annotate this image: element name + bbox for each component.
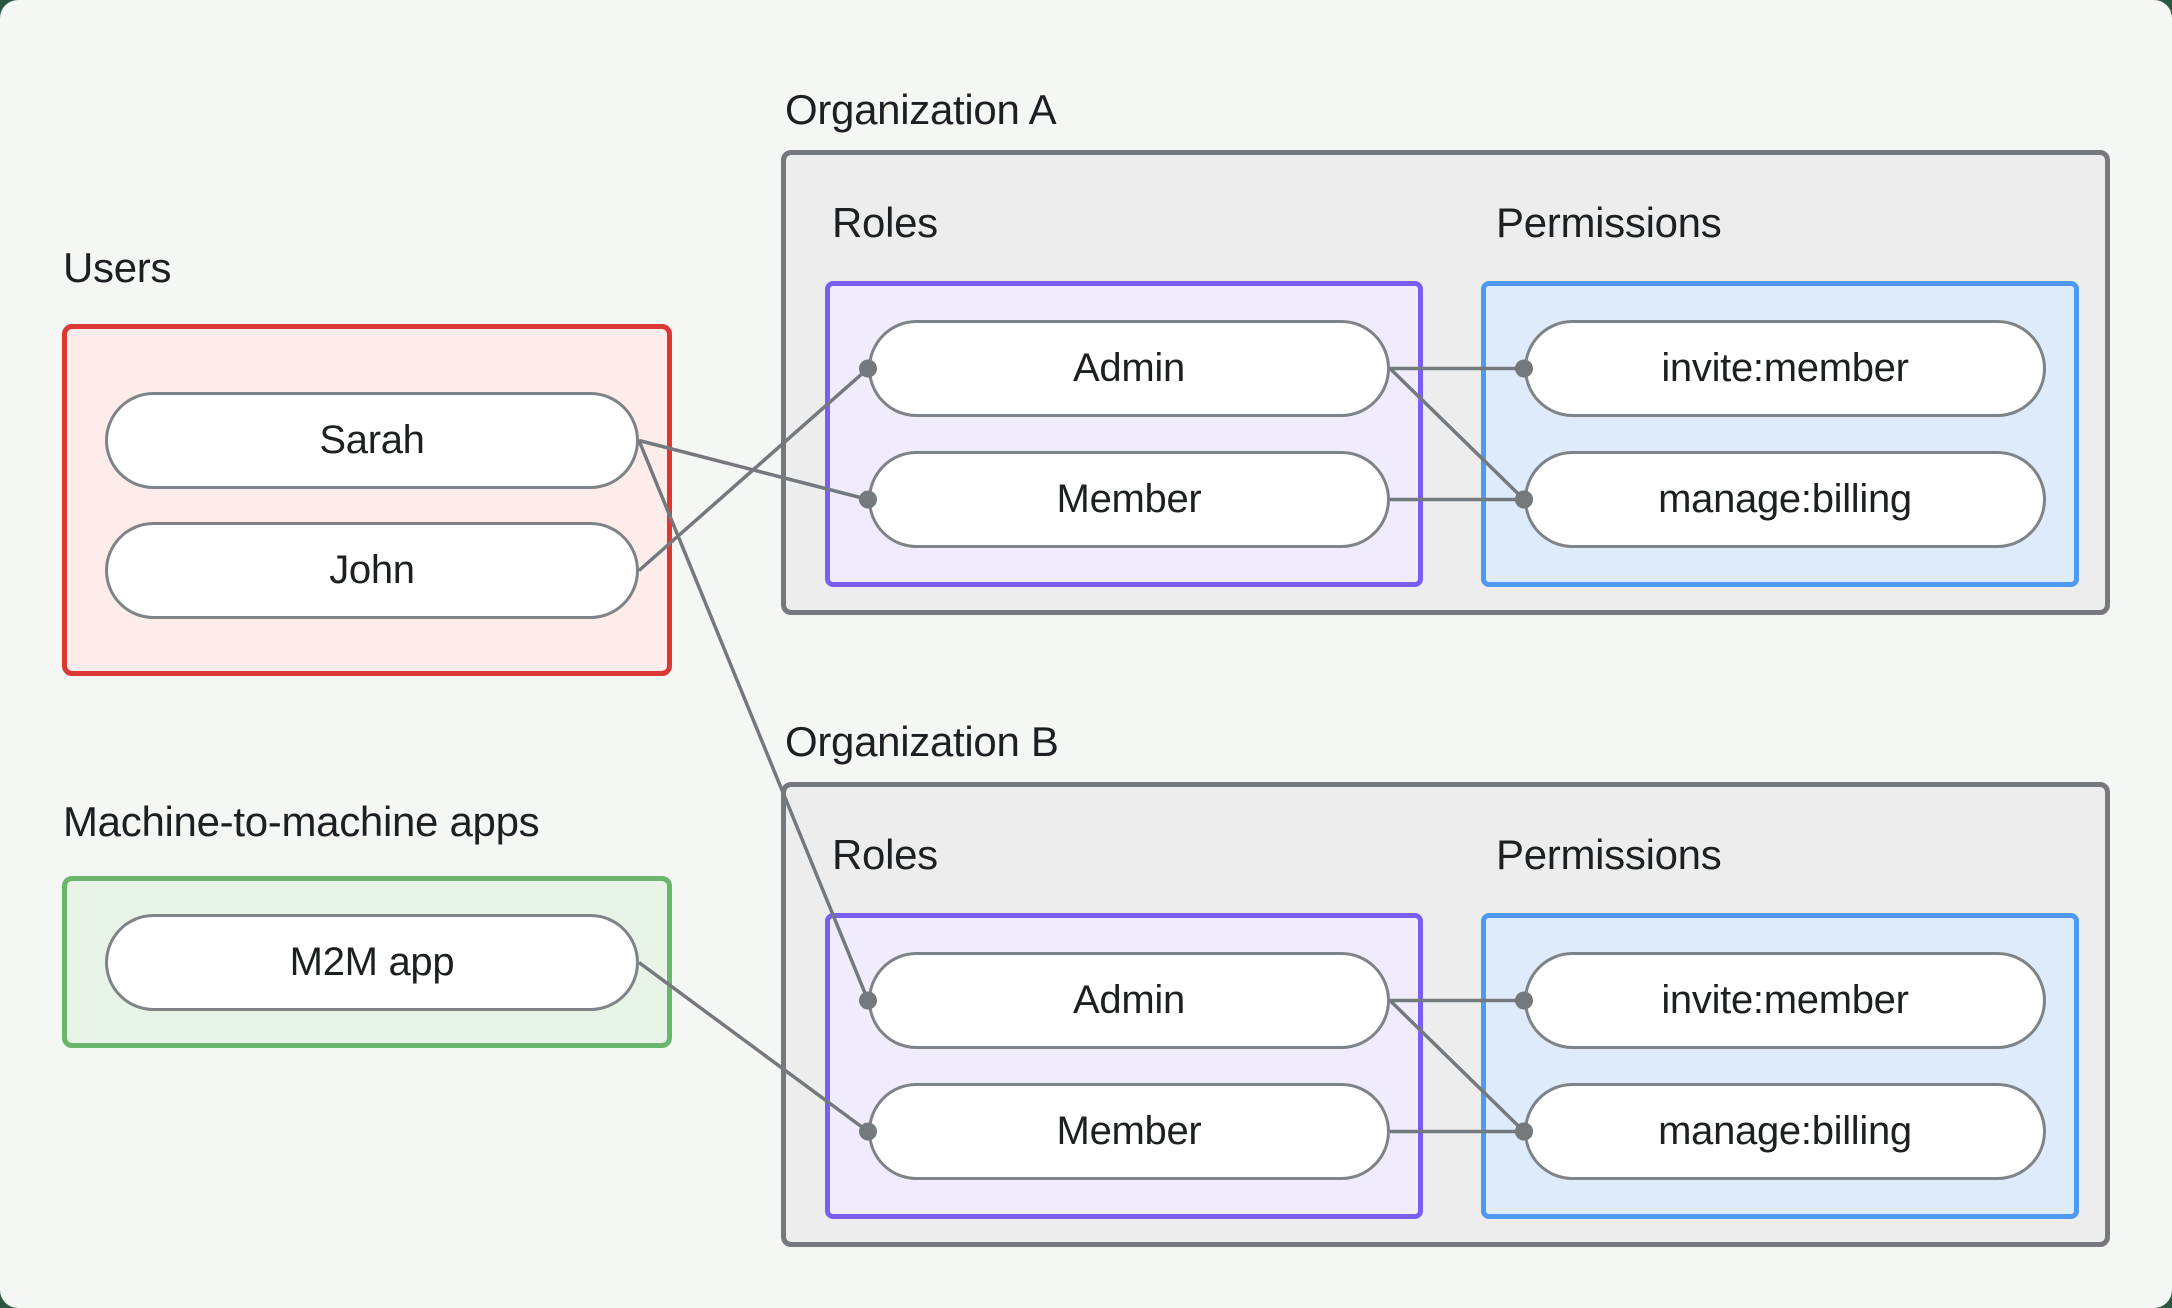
org-a-permissions-label: Permissions bbox=[1496, 199, 1722, 246]
org-a-roles-box: Admin Member bbox=[825, 281, 1423, 587]
node-label: Admin bbox=[1073, 978, 1185, 1022]
m2m-group-box: M2M app bbox=[62, 876, 672, 1048]
node-m2m-app: M2M app bbox=[105, 914, 639, 1011]
node-label: Admin bbox=[1073, 346, 1185, 390]
org-b-roles-label: Roles bbox=[832, 831, 938, 878]
node-org-a-perm-invite-member: invite:member bbox=[1524, 320, 2046, 417]
org-b-box: Roles Permissions Admin Member invite:me… bbox=[781, 782, 2110, 1247]
node-label: Member bbox=[1056, 477, 1202, 521]
org-b-permissions-box: invite:member manage:billing bbox=[1481, 913, 2079, 1219]
node-label: invite:member bbox=[1661, 978, 1909, 1022]
node-label: invite:member bbox=[1661, 346, 1909, 390]
node-user-john: John bbox=[105, 522, 639, 619]
node-user-sarah: Sarah bbox=[105, 392, 639, 489]
node-org-a-perm-manage-billing: manage:billing bbox=[1524, 451, 2046, 548]
org-a-box: Roles Permissions Admin Member invite:me… bbox=[781, 150, 2110, 615]
node-org-b-perm-manage-billing: manage:billing bbox=[1524, 1083, 2046, 1180]
node-org-a-role-admin: Admin bbox=[868, 320, 1390, 417]
node-label: manage:billing bbox=[1658, 477, 1912, 521]
m2m-label: Machine-to-machine apps bbox=[63, 798, 540, 845]
node-label: manage:billing bbox=[1658, 1109, 1912, 1153]
org-a-label: Organization A bbox=[785, 86, 1057, 133]
org-a-permissions-box: invite:member manage:billing bbox=[1481, 281, 2079, 587]
org-b-label: Organization B bbox=[785, 718, 1059, 765]
node-org-b-role-admin: Admin bbox=[868, 952, 1390, 1049]
org-b-roles-box: Admin Member bbox=[825, 913, 1423, 1219]
node-label: John bbox=[329, 548, 415, 592]
node-org-b-perm-invite-member: invite:member bbox=[1524, 952, 2046, 1049]
org-a-roles-label: Roles bbox=[832, 199, 938, 246]
node-label: Sarah bbox=[319, 418, 425, 462]
node-org-b-role-member: Member bbox=[868, 1083, 1390, 1180]
users-label: Users bbox=[63, 244, 172, 291]
node-label: Member bbox=[1056, 1109, 1202, 1153]
node-label: M2M app bbox=[289, 940, 455, 984]
node-org-a-role-member: Member bbox=[868, 451, 1390, 548]
users-group-box: Sarah John bbox=[62, 324, 672, 676]
org-b-permissions-label: Permissions bbox=[1496, 831, 1722, 878]
